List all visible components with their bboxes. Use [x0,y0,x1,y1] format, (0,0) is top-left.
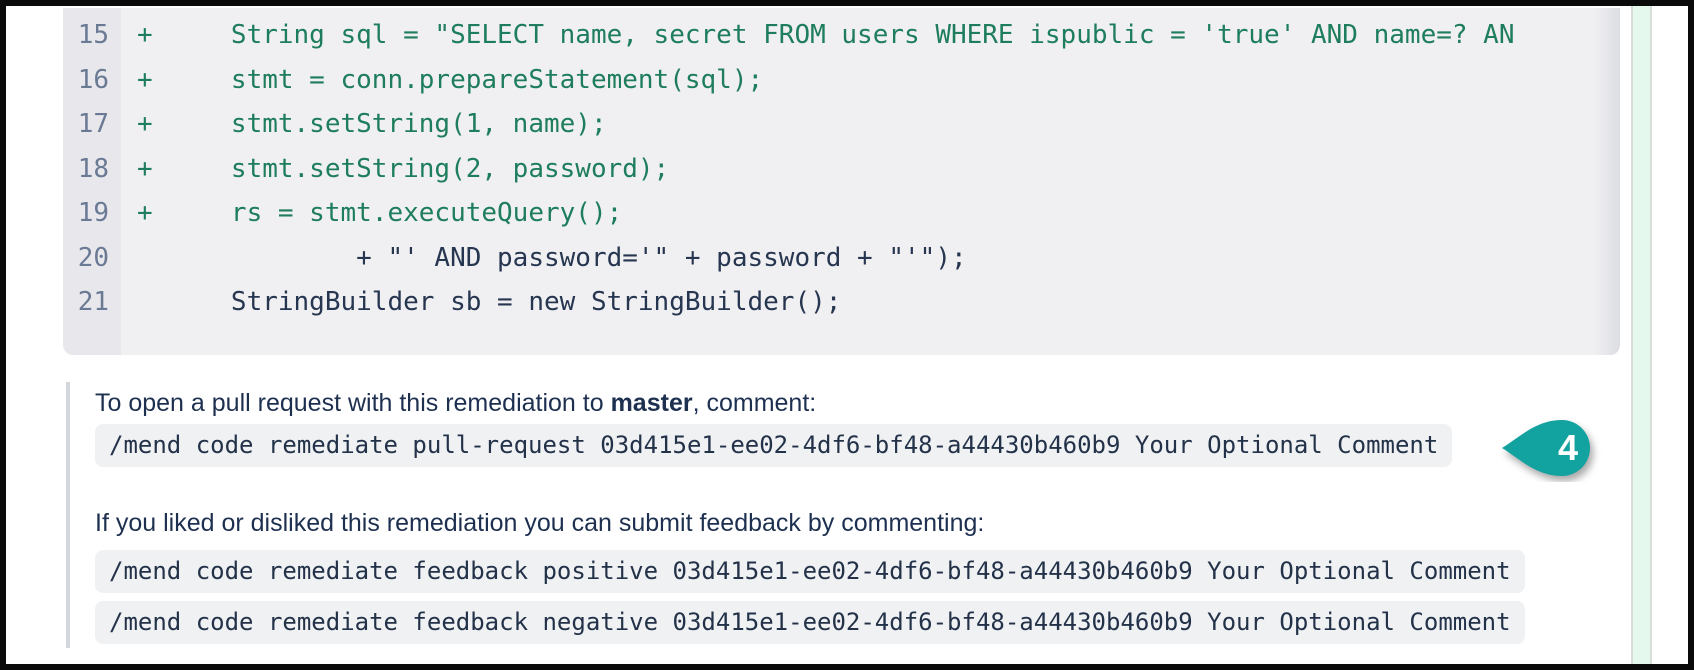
branch-name: master [610,389,693,417]
callout-4-marker: 4 [1500,416,1604,482]
pull-request-instruction: To open a pull request with this remedia… [95,388,1546,418]
code-text: + stmt.setString(1, name); [137,109,607,139]
code-text: + String sql = "SELECT name, secret FROM… [137,20,1515,50]
line-number: 21 [77,287,109,318]
code-text: StringBuilder sb = new StringBuilder(); [137,287,842,317]
line-number: 15 [77,20,109,51]
diff-line: 18 + stmt.setString(2, password); [63,147,1620,192]
feedback-negative-command: /mend code remediate feedback negative 0… [95,601,1525,644]
code-text: + stmt.setString(2, password); [137,153,670,184]
code-text: + "' AND password='" + password + "'"); [137,242,967,273]
feedback-positive-command: /mend code remediate feedback positive 0… [95,550,1525,593]
pull-request-command: /mend code remediate pull-request 03d415… [95,424,1453,467]
remediation-instructions: To open a pull request with this remedia… [66,382,1546,648]
diff-code-block: 15 + String sql = "SELECT name, secret FR… [63,8,1620,355]
diff-line: 17 + stmt.setString(1, name); [63,102,1620,147]
diff-line: 21 StringBuilder sb = new StringBuilder(… [63,280,1620,325]
page-scrollbar[interactable] [1631,6,1652,664]
diff-line: 15 + String sql = "SELECT name, secret FR… [63,13,1620,58]
callout-number: 4 [1558,427,1578,468]
callout-pointer-icon: 4 [1502,420,1590,476]
diff-line: 20 + "' AND password='" + password + "'"… [63,236,1620,281]
pr-instruction-text: To open a pull request with this remedia… [95,389,611,417]
line-number: 20 [77,242,109,273]
pr-instruction-suffix: , comment: [692,389,817,417]
line-number: 16 [77,64,109,95]
feedback-instruction: If you liked or disliked this remediatio… [95,509,985,537]
diff-line: 16 + stmt = conn.prepareStatement(sql); [63,58,1620,103]
diff-line: 19 + rs = stmt.executeQuery(); [63,191,1620,236]
line-number: 17 [77,109,109,140]
code-text: + rs = stmt.executeQuery(); [137,198,623,228]
diff-lines: 15 + String sql = "SELECT name, secret FR… [63,13,1620,325]
code-text: + stmt = conn.prepareStatement(sql); [137,64,764,95]
line-number: 18 [77,153,109,184]
line-number: 19 [77,198,109,229]
